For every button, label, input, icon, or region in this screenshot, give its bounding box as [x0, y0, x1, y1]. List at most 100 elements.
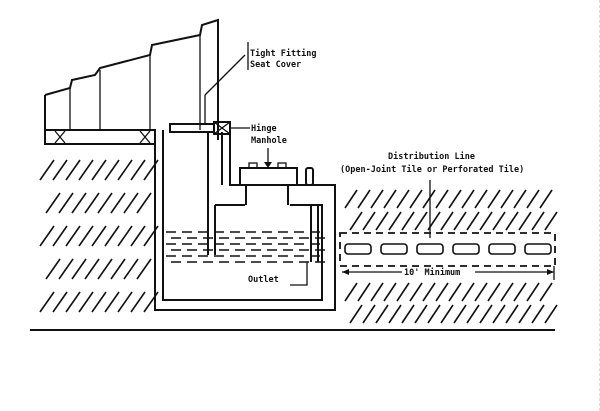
minimum-distance-label: 10' Minimum — [404, 267, 460, 278]
soil-hatch-mark — [396, 189, 410, 209]
soil-hatch-mark — [362, 304, 376, 324]
tile-segment — [380, 243, 408, 255]
distribution-trench — [339, 232, 556, 267]
soil-hatch-mark — [65, 291, 81, 313]
soil-hatch-mark — [435, 282, 449, 302]
soil-hatch-mark — [130, 225, 146, 247]
soil-hatch-mark — [370, 189, 384, 209]
soil-hatch-mark — [539, 282, 553, 302]
soil-hatch-mark — [91, 159, 107, 181]
soil-hatch-mark — [370, 282, 384, 302]
seat-cover-label-2: Seat Cover — [250, 60, 301, 70]
soil-hatch-mark — [375, 304, 389, 324]
soil-hatch-mark — [461, 282, 475, 302]
soil-hatch-mark — [45, 192, 61, 214]
soil-hatch-mark — [526, 282, 540, 302]
soil-hatch-mark — [487, 189, 501, 209]
soil-hatch-mark — [357, 282, 371, 302]
soil-hatch-mark — [52, 225, 68, 247]
soil-hatch-mark — [544, 304, 558, 324]
soil-hatch-mark — [52, 159, 68, 181]
seat-cover-label-1: Tight Fitting — [250, 48, 317, 59]
soil-hatch-mark — [117, 159, 133, 181]
soil-hatch-mark — [500, 189, 514, 209]
soil-hatch-mark — [65, 225, 81, 247]
soil-hatch-mark — [58, 192, 74, 214]
soil-hatch-mark — [448, 189, 462, 209]
distribution-line-note: (Open-Joint Tile or Perforated Tile) — [340, 164, 524, 175]
soil-hatch-mark — [513, 282, 527, 302]
vent-pipe — [305, 167, 314, 186]
soil-hatch-mark — [78, 159, 94, 181]
soil-hatch-mark — [117, 291, 133, 313]
soil-hatch-mark — [78, 291, 94, 313]
soil-hatch-mark — [39, 291, 55, 313]
distribution-line-label: Distribution Line — [388, 151, 475, 162]
soil-hatch-mark — [422, 189, 436, 209]
soil-hatch-mark — [453, 211, 467, 231]
distribution-tiles — [344, 243, 552, 255]
soil-hatch-mark — [78, 225, 94, 247]
soil-hatch-mark — [344, 189, 358, 209]
soil-hatch-mark — [479, 211, 493, 231]
soil-hatch-mark — [453, 304, 467, 324]
soil-hatch-mark — [97, 192, 113, 214]
soil-hatch-mark — [388, 211, 402, 231]
soil-hatch-mark — [492, 304, 506, 324]
soil-hatch-mark — [136, 192, 152, 214]
soil-hatch-mark — [440, 211, 454, 231]
soil-hatch-mark — [117, 225, 133, 247]
liquid-level — [166, 231, 325, 263]
soil-hatch-mark — [52, 291, 68, 313]
soil-hatch-mark — [414, 211, 428, 231]
soil-hatch-mark — [401, 211, 415, 231]
soil-hatch-mark — [461, 189, 475, 209]
soil-hatch-mark — [375, 211, 389, 231]
soil-hatch-mark — [65, 159, 81, 181]
soil-hatch-mark — [409, 189, 423, 209]
soil-hatch-mark — [513, 189, 527, 209]
soil-hatch-mark — [401, 304, 415, 324]
soil-hatch-mark — [435, 189, 449, 209]
soil-hatch-mark — [479, 304, 493, 324]
soil-hatch-mark — [474, 189, 488, 209]
soil-hatch-mark — [130, 159, 146, 181]
soil-hatch-mark — [71, 192, 87, 214]
tile-segment — [488, 243, 516, 255]
soil-hatch-mark — [91, 225, 107, 247]
soil-hatch-mark — [466, 304, 480, 324]
soil-hatch-mark — [45, 258, 61, 280]
soil-hatch-mark — [130, 291, 146, 313]
manhole — [239, 148, 298, 205]
soil-hatch-mark — [518, 211, 532, 231]
soil-hatch-mark — [39, 159, 55, 181]
soil-hatching — [39, 159, 558, 324]
soil-hatch-mark — [104, 225, 120, 247]
soil-hatch-mark — [544, 211, 558, 231]
soil-hatch-mark — [357, 189, 371, 209]
soil-hatch-mark — [110, 192, 126, 214]
soil-hatch-mark — [526, 189, 540, 209]
soil-hatch-mark — [110, 258, 126, 280]
soil-hatch-mark — [39, 225, 55, 247]
soil-hatch-mark — [349, 211, 363, 231]
soil-hatch-mark — [388, 304, 402, 324]
soil-hatch-mark — [104, 291, 120, 313]
tile-segment — [416, 243, 444, 255]
soil-hatch-mark — [383, 189, 397, 209]
soil-hatch-mark — [505, 304, 519, 324]
soil-hatch-mark — [518, 304, 532, 324]
soil-hatch-mark — [487, 282, 501, 302]
soil-hatch-mark — [97, 258, 113, 280]
soil-hatch-mark — [91, 291, 107, 313]
soil-hatch-mark — [362, 211, 376, 231]
soil-hatch-mark — [531, 304, 545, 324]
soil-hatch-mark — [466, 211, 480, 231]
soil-hatch-mark — [71, 258, 87, 280]
soil-hatch-mark — [539, 189, 553, 209]
soil-hatch-mark — [123, 192, 139, 214]
tile-segment — [452, 243, 480, 255]
soil-hatch-mark — [409, 282, 423, 302]
